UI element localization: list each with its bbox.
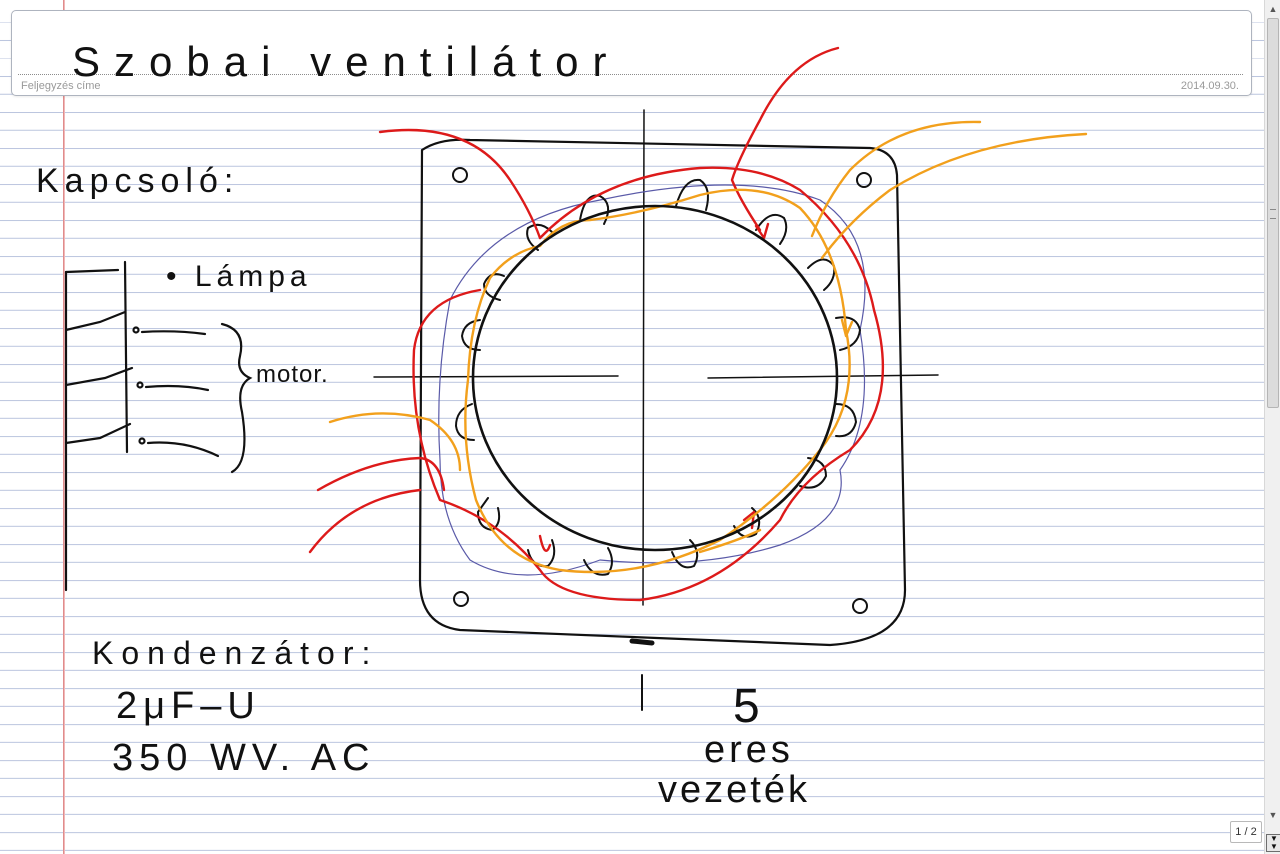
vertical-scrollbar[interactable]: ▲ ▼ ▼▼ bbox=[1264, 0, 1280, 854]
capacitor-heading: Kondenzátor: bbox=[92, 635, 378, 671]
capacitor-value: 2μF–U bbox=[116, 685, 261, 727]
scroll-thumb[interactable] bbox=[1267, 18, 1279, 408]
title-box[interactable]: Feljegyzés címe 2014.09.30. bbox=[11, 10, 1252, 96]
scroll-down-icon[interactable]: ▼ bbox=[1268, 810, 1278, 820]
capacitor-voltage: 350 WV. AC bbox=[112, 737, 376, 779]
title-field-label: Feljegyzés címe bbox=[21, 80, 101, 92]
scroll-up-icon[interactable]: ▲ bbox=[1268, 4, 1278, 14]
switch-heading: Kapcsoló: bbox=[36, 162, 239, 200]
scroll-grip-icon bbox=[1270, 209, 1276, 219]
title-underline bbox=[18, 74, 1243, 75]
motor-label: motor. bbox=[256, 361, 329, 388]
handwritten-title: Szobai ventilátor bbox=[72, 38, 621, 85]
wire-count: 5 bbox=[733, 680, 760, 733]
next-page-icon[interactable]: ▼▼ bbox=[1266, 834, 1280, 852]
wire-text-line1: eres bbox=[704, 729, 794, 771]
note-date: 2014.09.30. bbox=[1180, 80, 1239, 92]
margin-line bbox=[63, 0, 65, 854]
page-indicator: 1 / 2 bbox=[1230, 821, 1262, 843]
switch-diagram bbox=[64, 260, 253, 592]
lamp-label: • Lámpa bbox=[166, 260, 312, 293]
motor-diagram bbox=[308, 46, 1088, 711]
wire-text-line2: vezeték bbox=[658, 769, 810, 811]
